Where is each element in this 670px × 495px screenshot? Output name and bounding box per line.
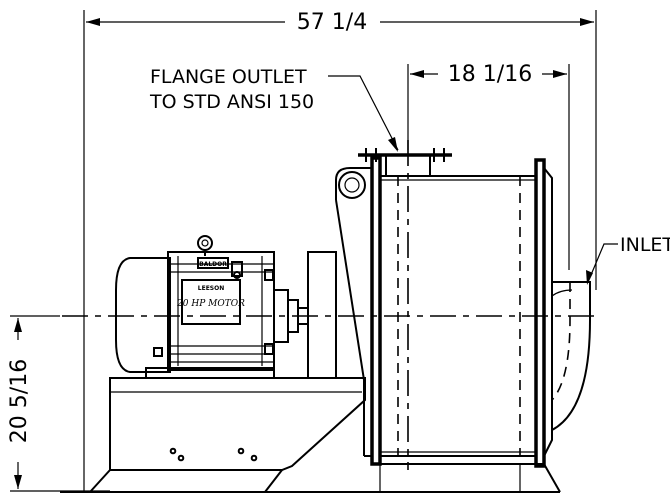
bolt-hole-4 (250, 454, 258, 462)
housing-foot-right (543, 463, 561, 493)
bolt-hole-2 (177, 454, 185, 462)
motor-feet (145, 367, 275, 379)
skid-left-bevel (89, 469, 111, 493)
overall-width-dimension: 57 1/4 (83, 10, 597, 492)
small-nameplate (197, 257, 229, 269)
bolt-hole-3 (237, 447, 245, 455)
motor-foot-bolt-left (153, 347, 163, 357)
motor-nameplate (181, 279, 241, 325)
bolt-hole-1 (169, 447, 177, 455)
height-text: 20 5/16 (7, 359, 32, 443)
bearing-inner-ring (344, 177, 360, 193)
inlet-elbow (551, 281, 591, 431)
height-arrow-bottom (14, 475, 22, 489)
motor-foot-bolt-right (264, 343, 274, 355)
outlet-inlet-dimension: 18 1/16 (407, 62, 570, 270)
motor-bolt-top-right (264, 269, 274, 281)
flange-callout-line1: FLANGE OUTLET (150, 66, 307, 88)
coupling-guard (307, 251, 337, 379)
arrowhead-left-2 (410, 70, 424, 78)
arrowhead-right (580, 18, 594, 26)
height-dimension: 20 5/16 (7, 315, 110, 492)
housing-front-flange (534, 158, 546, 468)
electric-motor: BALDOR LEESON 20 HP MOTOR (115, 235, 309, 379)
conduit-entry-icon (233, 271, 241, 279)
skid-mid-bevel (264, 469, 283, 493)
housing-back-flange (370, 156, 382, 466)
small-nameplate-text: BALDOR (199, 261, 227, 268)
inlet-elbow-center (551, 282, 571, 401)
terminal-box-icon (231, 261, 243, 277)
inlet-elbow-lip (551, 289, 573, 297)
flange-callout: FLANGE OUTLET TO STD ANSI 150 (149, 66, 399, 152)
bearing-housing-icon (338, 171, 366, 199)
overall-width-text: 57 1/4 (297, 10, 367, 35)
outlet-inlet-text: 18 1/16 (448, 62, 532, 87)
motor-rating-text: 20 HP MOTOR (176, 299, 245, 309)
outlet-flange (358, 140, 452, 470)
side-frame-slope (335, 199, 365, 456)
arrowhead-right-2 (553, 70, 567, 78)
side-frame-outline (335, 167, 373, 455)
lifting-eye-icon (197, 235, 213, 251)
inlet-elbow-outer (551, 281, 591, 431)
motor-body (167, 251, 275, 371)
bearing-pedestal (307, 167, 373, 456)
inlet-callout: INLET (586, 234, 670, 285)
inlet-label: INLET (620, 234, 670, 256)
motor-base (60, 377, 560, 493)
flange-leader (328, 75, 399, 151)
housing-inlet-cone (543, 167, 553, 457)
arrowhead-left (86, 18, 100, 26)
height-arrow-top (14, 318, 22, 332)
lifting-eye-inner (201, 239, 209, 247)
flange-leader-arrow (388, 137, 398, 152)
inlet-leader (587, 243, 618, 283)
fan-housing (364, 156, 561, 493)
motor-brand-text: LEESON (198, 285, 224, 292)
flange-callout-line2: TO STD ANSI 150 (149, 91, 314, 113)
motor-fan-cover (115, 257, 171, 373)
